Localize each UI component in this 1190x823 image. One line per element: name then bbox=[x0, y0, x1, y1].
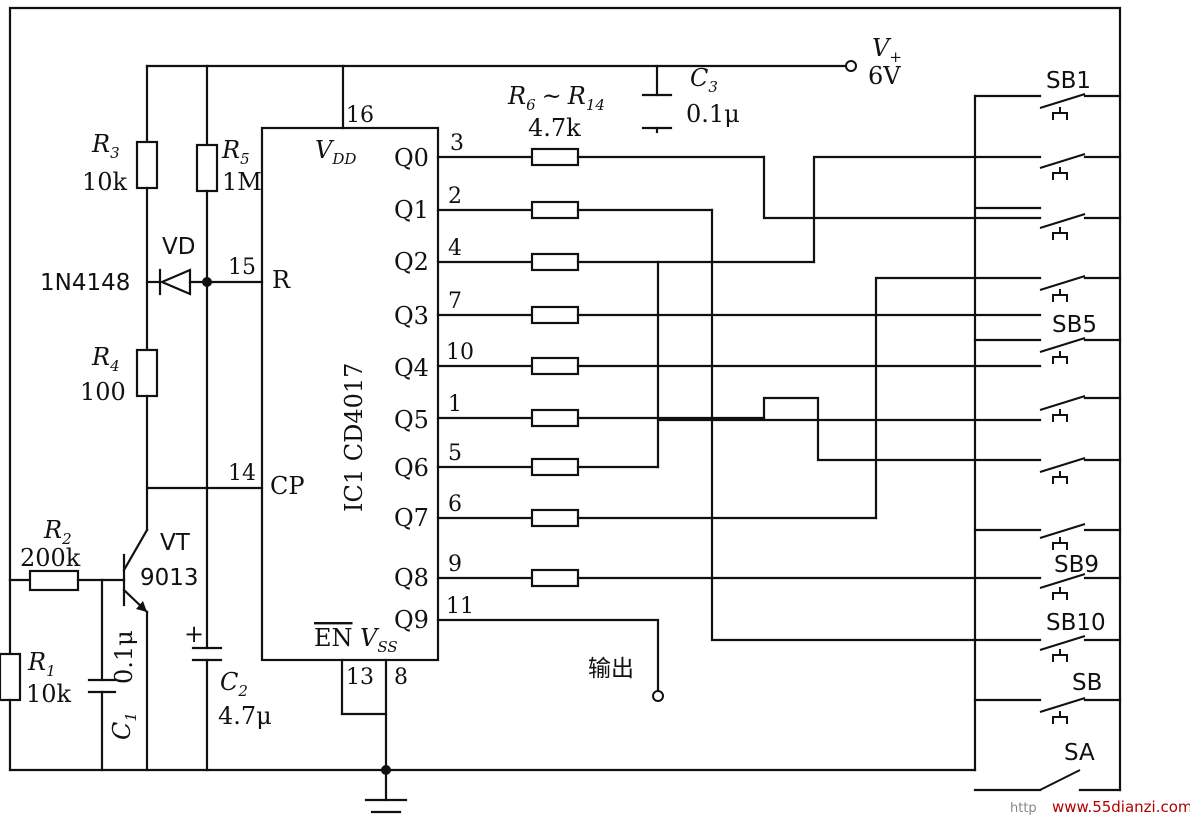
switch-sb: SB bbox=[1072, 670, 1102, 696]
q5-label: Q5 bbox=[394, 406, 429, 434]
r1-name: R1 bbox=[27, 648, 56, 680]
r5-c2-branch bbox=[191, 64, 223, 772]
c1-name: C1 bbox=[108, 712, 140, 740]
r5-value: 1M bbox=[222, 168, 262, 196]
switch-sb1: SB1 bbox=[1046, 68, 1091, 94]
c3-name: C3 bbox=[690, 64, 718, 96]
q8-pin: 9 bbox=[448, 552, 462, 577]
switch-sa: SA bbox=[1064, 740, 1095, 766]
c2-value: 4.7μ bbox=[218, 702, 272, 730]
q6-label: Q6 bbox=[394, 454, 429, 482]
switch-symbols bbox=[973, 93, 1122, 792]
pin-en: 13 bbox=[346, 665, 374, 690]
q4-label: Q4 bbox=[394, 354, 429, 382]
watermark-prefix: http bbox=[1010, 801, 1037, 816]
q7-pin: 6 bbox=[448, 492, 462, 517]
output-resistors bbox=[436, 147, 1042, 702]
switch-bus bbox=[973, 94, 1042, 772]
q3-label: Q3 bbox=[394, 302, 429, 330]
q7-label: Q7 bbox=[394, 504, 429, 532]
q6-pin: 5 bbox=[448, 441, 462, 466]
q1-label: Q1 bbox=[394, 196, 429, 224]
ic-cd4017-body bbox=[260, 126, 440, 662]
r2-value: 200k bbox=[20, 544, 81, 572]
vd-part: 1N4148 bbox=[40, 270, 130, 296]
ic-label: IC1 CD4017 bbox=[340, 363, 368, 512]
q4-pin: 10 bbox=[446, 340, 474, 365]
r6-r14-name: R6~R14 bbox=[507, 82, 605, 114]
r1 bbox=[0, 578, 22, 772]
q0-pin: 3 bbox=[450, 131, 464, 156]
switch-sb5: SB5 bbox=[1052, 312, 1097, 338]
q5-pin: 1 bbox=[448, 392, 462, 417]
ic-vss: VSS bbox=[360, 624, 398, 656]
q1-pin: 2 bbox=[448, 184, 462, 209]
r2-base bbox=[8, 569, 126, 772]
r2-name: R2 bbox=[43, 516, 72, 548]
r3-name: R3 bbox=[91, 130, 120, 162]
pin-vdd: 16 bbox=[346, 103, 374, 128]
r6-r14-value: 4.7k bbox=[528, 114, 581, 142]
q9-label: Q9 bbox=[394, 606, 429, 634]
transistor-vt bbox=[122, 528, 149, 772]
r3-value: 10k bbox=[82, 168, 128, 196]
r3-vd-r4-branch bbox=[135, 64, 264, 532]
q9-pin: 11 bbox=[446, 594, 474, 619]
watermark-site: www.55dianzi.com bbox=[1052, 798, 1190, 816]
c3-value: 0.1μ bbox=[686, 100, 740, 128]
ic-cp: CP bbox=[270, 472, 305, 500]
r1-value: 10k bbox=[26, 680, 72, 708]
q3-pin: 7 bbox=[448, 289, 462, 314]
c2-polarity: + bbox=[184, 620, 204, 648]
pin-vss: 8 bbox=[394, 665, 408, 690]
r4-name: R4 bbox=[91, 343, 120, 375]
vd-name: VD bbox=[162, 234, 195, 260]
output-label: 输出 bbox=[588, 656, 634, 682]
supply-value: 6V bbox=[868, 62, 901, 90]
c1-value: 0.1μ bbox=[110, 630, 138, 684]
switch-sb10: SB10 bbox=[1046, 610, 1106, 636]
c2-name: C2 bbox=[220, 668, 248, 700]
r5-name: R5 bbox=[221, 136, 250, 168]
q8-label: Q8 bbox=[394, 564, 429, 592]
q0-label: Q0 bbox=[394, 144, 429, 172]
q2-pin: 4 bbox=[448, 236, 462, 261]
pin-cp: 14 bbox=[228, 461, 256, 486]
switch-sb9: SB9 bbox=[1054, 552, 1099, 578]
supply-name: V+ bbox=[872, 34, 902, 66]
pin-r: 15 bbox=[228, 255, 256, 280]
q2-label: Q2 bbox=[394, 248, 429, 276]
ground-rail bbox=[8, 658, 977, 814]
ic-r: R bbox=[272, 266, 291, 294]
r4-value: 100 bbox=[80, 378, 126, 406]
vt-part: 9013 bbox=[140, 565, 199, 591]
supply-rail bbox=[145, 60, 857, 134]
ic-en: EN bbox=[314, 624, 353, 652]
vt-name: VT bbox=[160, 530, 191, 556]
ic-vdd: VDD bbox=[315, 136, 356, 168]
